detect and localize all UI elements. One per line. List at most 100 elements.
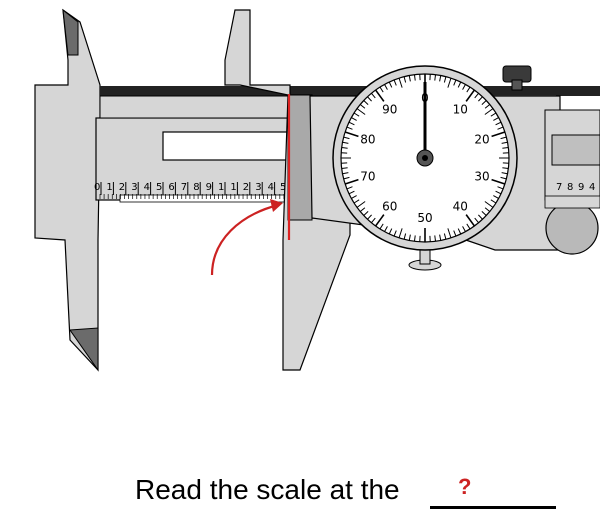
main-scale-label: 2	[119, 182, 125, 193]
dial-label: 90	[382, 102, 397, 116]
main-scale-label: 1	[218, 182, 224, 193]
dial-tick	[398, 77, 403, 88]
dial-ticks	[341, 74, 509, 242]
dial-tick	[371, 92, 376, 99]
main-scale-label: 1	[106, 182, 112, 193]
dial-tick	[443, 233, 447, 240]
dial-tick	[403, 76, 407, 83]
main-scale-label: 8	[193, 182, 199, 193]
main-scale-label: 4	[268, 182, 274, 193]
dial-tick	[342, 141, 349, 144]
dial-tick	[413, 74, 416, 81]
dial-tick	[408, 75, 411, 82]
dial-label: 10	[453, 102, 468, 116]
dial-tick	[490, 199, 497, 204]
dial-tick	[501, 141, 508, 144]
dial-tick	[447, 228, 452, 239]
dial-tick	[491, 131, 506, 138]
dial-tick	[346, 186, 353, 190]
beam-top-edge	[100, 86, 600, 96]
main-scale-label: 6	[168, 182, 174, 193]
dial-tick	[493, 195, 499, 199]
dial-tick	[497, 126, 504, 130]
dial-tick	[351, 117, 357, 121]
main-scale-label: 0	[94, 182, 100, 193]
main-scale-label: 4	[144, 182, 150, 193]
dial-tick	[439, 75, 442, 82]
dial-tick	[356, 108, 366, 115]
pointer-arrow	[210, 203, 279, 276]
dial-tick	[495, 121, 502, 126]
right-scale-label: 8	[567, 182, 573, 193]
dial-tick	[374, 89, 385, 102]
dial-tick	[384, 226, 388, 232]
dial-tick	[356, 201, 366, 208]
dial-tick	[457, 81, 462, 88]
dial-window	[551, 134, 600, 166]
dial-label: 40	[453, 200, 468, 214]
dial-tick	[500, 176, 507, 180]
dial-tick	[462, 84, 466, 90]
dial-tick	[388, 228, 393, 235]
dial-label: 30	[474, 170, 489, 184]
fixed-jaw-top-tip	[62, 8, 79, 56]
answer-blank[interactable]	[430, 478, 556, 509]
dial-tick	[359, 207, 366, 212]
answer-placeholder: ?	[458, 474, 472, 499]
dial-tick	[439, 234, 442, 241]
dial-tick	[374, 214, 385, 227]
dial-tick	[478, 214, 483, 220]
dial-tick	[453, 230, 457, 237]
dial-tick	[353, 112, 360, 117]
dial-tick	[501, 172, 508, 175]
sliding-jaw	[224, 9, 351, 371]
dial-label: 80	[360, 132, 375, 146]
dial-tick	[343, 136, 350, 140]
dial-tick	[474, 92, 479, 99]
dial-tick	[348, 121, 355, 126]
dial-tick	[481, 211, 487, 216]
dial-tick	[348, 190, 355, 195]
dial-tick	[403, 233, 407, 240]
fixed-jaw	[34, 8, 101, 372]
main-scale-label: 2	[243, 182, 249, 193]
main-scale-label: 9	[206, 182, 212, 193]
dial-tick	[502, 167, 509, 170]
dial-tick	[384, 84, 388, 90]
pointer-arrowhead	[270, 199, 283, 212]
dial-tick	[484, 104, 491, 109]
dial-tick	[490, 112, 497, 117]
right-scale-label: 7	[556, 182, 562, 193]
dial-tick	[388, 81, 393, 88]
dial-tick	[363, 211, 369, 216]
dial-tick	[353, 199, 360, 204]
sliding-jaw-face	[287, 94, 313, 221]
dial-tick	[363, 100, 369, 105]
dial-tick	[344, 131, 359, 138]
right-scale-label: 4	[589, 182, 595, 193]
dial-tick	[413, 235, 416, 242]
dial-tick	[462, 226, 466, 232]
dial-tick	[474, 217, 479, 224]
dial-tick	[465, 214, 476, 227]
dial-tick	[379, 86, 384, 93]
thumb-wheel	[545, 201, 599, 255]
dial-labels: 0102030405060708090	[360, 91, 489, 225]
dial-tick	[341, 146, 348, 149]
main-scale-label: 1	[230, 182, 236, 193]
dial-tick	[481, 100, 487, 105]
dial-tick	[484, 201, 494, 208]
dial-tick	[491, 178, 506, 185]
dial-tick	[359, 104, 366, 109]
dial-tick	[398, 228, 403, 239]
dial-tick	[393, 79, 397, 86]
dial-tick	[443, 76, 447, 83]
dial-tick	[393, 230, 397, 237]
dial-tick	[457, 228, 462, 235]
dial-tick	[367, 96, 372, 102]
dial-tick	[344, 178, 359, 185]
dial-tick	[478, 96, 483, 102]
beam-slot	[162, 131, 289, 161]
